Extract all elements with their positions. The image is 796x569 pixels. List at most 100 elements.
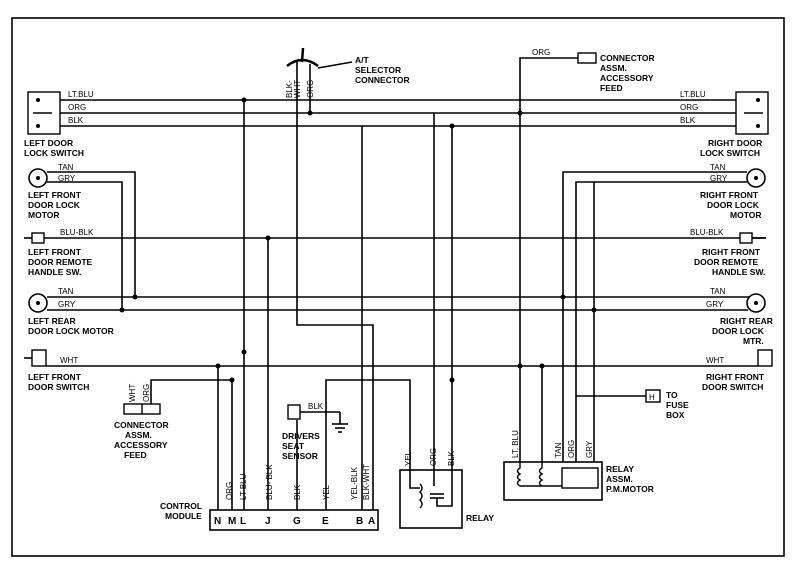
right-front-door-switch bbox=[757, 349, 773, 367]
wire-label-blublk-left: BLU-BLK bbox=[60, 228, 94, 237]
label-rf-motor-1: RIGHT FRONT bbox=[700, 190, 759, 200]
label-right-door-lock-switch-2: LOCK SWITCH bbox=[700, 148, 760, 158]
pin-b: B bbox=[356, 516, 363, 527]
label-lr-motor-2: DOOR LOCK MOTOR bbox=[28, 326, 114, 336]
label-lf-remote-3: HANDLE SW. bbox=[28, 267, 81, 277]
wire-label-tan-lf: TAN bbox=[58, 163, 74, 172]
pin-l: L bbox=[240, 516, 246, 527]
label-left-door-lock-switch-1: LEFT DOOR bbox=[24, 138, 73, 148]
label-rf-motor-3: MOTOR bbox=[730, 210, 761, 220]
fuse-box-terminal-label: H bbox=[649, 393, 655, 402]
label-connector-top-1: CONNECTOR bbox=[600, 53, 655, 63]
wire-label-tan-rf: TAN bbox=[710, 163, 726, 172]
left-front-door-lock-motor bbox=[28, 168, 136, 310]
label-fuse-box-1: TO bbox=[666, 390, 678, 400]
label-lr-motor-1: LEFT REAR bbox=[28, 316, 76, 326]
label-relay: RELAY bbox=[466, 513, 494, 523]
pin-n: N bbox=[214, 516, 221, 527]
label-connector-left-4: FEED bbox=[124, 450, 147, 460]
wire-label-blk-left: BLK bbox=[68, 116, 84, 125]
label-seat-sensor-2: SEAT bbox=[282, 441, 305, 451]
wire-label-ltblu-left: LT.BLU bbox=[68, 90, 94, 99]
wire-label-gry-lr: GRY bbox=[58, 300, 76, 309]
connector-assm-left bbox=[123, 379, 233, 510]
right-door-lock-switch bbox=[735, 91, 769, 135]
label-rr-motor-3: MTR. bbox=[743, 336, 764, 346]
wire-label-wht-right: WHT bbox=[706, 356, 724, 365]
label-connector-top-2: ASSM. bbox=[600, 63, 627, 73]
wire-label-tan-lr: TAN bbox=[58, 287, 74, 296]
pin-m: M bbox=[228, 516, 236, 527]
junction-dots bbox=[119, 97, 597, 383]
label-at-selector-1: A/T bbox=[355, 55, 370, 65]
label-rr-motor-2: DOOR LOCK bbox=[712, 326, 765, 336]
left-door-lock-switch bbox=[27, 91, 61, 135]
label-left-door-lock-switch-2: LOCK SWITCH bbox=[24, 148, 84, 158]
label-rf-door-switch-1: RIGHT FRONT bbox=[706, 372, 765, 382]
wire-label-tan-rr: TAN bbox=[710, 287, 726, 296]
label-relay-assm-3: P.M.MOTOR bbox=[606, 484, 654, 494]
diagram-border bbox=[11, 17, 785, 557]
relay-assm-pm-motor bbox=[503, 461, 603, 501]
wire-label-blk-relay: BLK bbox=[447, 450, 456, 466]
at-selector-connector bbox=[286, 47, 319, 68]
wire-label-blublk-j: BLU- BLK bbox=[265, 464, 274, 500]
wire-label-org-top: ORG bbox=[532, 48, 550, 57]
label-control-module-1: CONTROL bbox=[160, 501, 202, 511]
label-lf-motor-1: LEFT FRONT bbox=[28, 190, 82, 200]
label-connector-top-3: ACCESSORY bbox=[600, 73, 654, 83]
label-lf-remote-2: DOOR REMOTE bbox=[28, 257, 93, 267]
label-fuse-box-3: BOX bbox=[666, 410, 685, 420]
relay bbox=[399, 469, 463, 529]
control-module bbox=[209, 509, 379, 531]
left-rear-door-lock-motor bbox=[28, 293, 760, 313]
wire-label-yel-relay: YEL bbox=[404, 450, 413, 466]
wire-label-ltblu-l: LT BLU bbox=[239, 473, 248, 500]
label-rf-motor-2: DOOR LOCK bbox=[707, 200, 760, 210]
wire-label-blk-right: BLK bbox=[680, 116, 696, 125]
label-lf-remote-1: LEFT FRONT bbox=[28, 247, 82, 257]
label-lf-door-switch-1: LEFT FRONT bbox=[28, 372, 82, 382]
wire-label-wht-conn: WHT bbox=[128, 384, 137, 402]
label-control-module-2: MODULE bbox=[165, 511, 202, 521]
right-front-door-remote-handle bbox=[739, 232, 766, 244]
wire-label-ltblu-relay: LT. BLU bbox=[511, 430, 520, 458]
label-rr-motor-1: RIGHT REAR bbox=[720, 316, 773, 326]
pin-g: G bbox=[293, 516, 301, 527]
label-at-selector-2: SELECTOR bbox=[355, 65, 401, 75]
wire-label-blk-g: BLK bbox=[293, 484, 302, 500]
label-lf-door-switch-2: DOOR SWITCH bbox=[28, 382, 89, 392]
left-front-door-switch bbox=[24, 349, 758, 367]
wire-label-org-right: ORG bbox=[680, 103, 698, 112]
wire-label-gry-relay: GRY bbox=[585, 440, 594, 458]
wire-label-blk-seat: BLK bbox=[308, 402, 324, 411]
wire-label-wht-left: WHT bbox=[60, 356, 78, 365]
wire-label-org-relay: ORG bbox=[429, 448, 438, 466]
wire-label-org-relayassm: ORG bbox=[567, 440, 576, 458]
wire-label-gry-rf: GRY bbox=[710, 174, 728, 183]
label-connector-left-1: CONNECTOR bbox=[114, 420, 169, 430]
label-seat-sensor-3: SENSOR bbox=[282, 451, 318, 461]
label-connector-left-3: ACCESSORY bbox=[114, 440, 168, 450]
wire-label-blublk-right: BLU-BLK bbox=[690, 228, 724, 237]
pin-e: E bbox=[322, 516, 329, 527]
wire-label-org-conn: ORG bbox=[142, 384, 151, 402]
wire-label-gry-rr: GRY bbox=[706, 300, 724, 309]
label-lf-motor-3: MOTOR bbox=[28, 210, 59, 220]
wire-label-ltblu-right: LT.BLU bbox=[680, 90, 706, 99]
label-relay-assm-2: ASSM. bbox=[606, 474, 633, 484]
right-rear-door-lock-mtr bbox=[746, 293, 766, 313]
wire-label-yelblk-b: YEL-BLK bbox=[350, 466, 359, 500]
fuse-box-terminal: H bbox=[645, 389, 661, 403]
wire-label-gry-lf: GRY bbox=[58, 174, 76, 183]
wire-label-yel-e: YEL bbox=[322, 484, 331, 500]
pin-j: J bbox=[265, 516, 271, 527]
vertical-wires bbox=[217, 62, 646, 510]
label-rf-door-switch-2: DOOR SWITCH bbox=[702, 382, 763, 392]
label-relay-assm-1: RELAY bbox=[606, 464, 634, 474]
pin-a: A bbox=[368, 516, 375, 527]
label-fuse-box-2: FUSE bbox=[666, 400, 689, 410]
left-front-door-remote-handle bbox=[24, 232, 765, 244]
label-seat-sensor-1: DRIVERS bbox=[282, 431, 320, 441]
connector-assm-top bbox=[519, 52, 597, 113]
